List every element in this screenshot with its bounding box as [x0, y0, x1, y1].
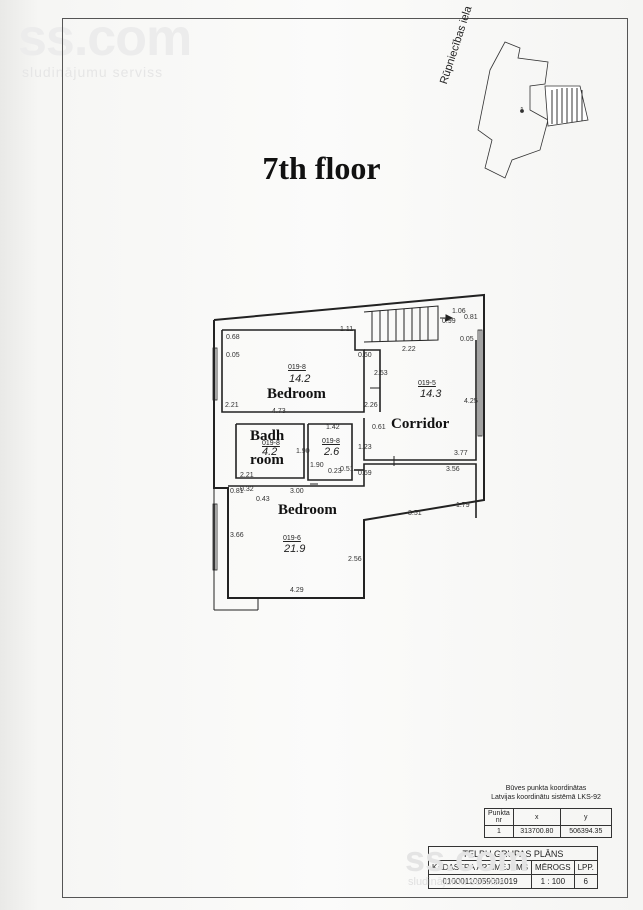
bathroom-label-line1: Badh [250, 428, 285, 444]
dimension-label: 1.42 [326, 424, 340, 431]
table-cell: 1 [484, 825, 514, 838]
dimension-label: 1.23 [358, 444, 372, 451]
coordinates-table: Punkta nr x y 1 313700.80 506394.35 [484, 808, 612, 838]
coordinates-title: Būves punkta koordinātas [505, 785, 587, 792]
staircase [363, 305, 454, 343]
dimension-label: 3.56 [446, 466, 460, 473]
dimension-label: 2.21 [225, 402, 239, 409]
page-title: 7th floor [262, 150, 381, 186]
dimension-label: 0.69 [358, 470, 372, 477]
dimension-label: 3.66 [230, 532, 244, 539]
dimension-label: 1.11 [340, 326, 354, 333]
dimension-label: 4.29 [290, 587, 304, 594]
dimension-label: 0.23 [328, 468, 342, 475]
plot-marker: 1 [520, 107, 524, 114]
dimension-label: 2.21 [240, 472, 254, 479]
watermark-logo-bottom: ss.com [405, 838, 530, 879]
watermark-tagline: sludinājumu serviss [22, 64, 164, 80]
bedroom-1-label: Bedroom [267, 386, 326, 402]
bathroom-label-line2: room [250, 452, 284, 468]
table-cell: 1 : 100 [531, 874, 575, 889]
table-row: KADASTRA APZĪMĒJUMS MĒROGS LPP. [427, 860, 598, 875]
dimension-label: 3.00 [290, 488, 304, 495]
table-header: LPP. [573, 860, 598, 875]
dimension-label: 0.61 [372, 424, 386, 431]
dimension-label: 0.81 [230, 488, 244, 495]
dimension-label: 0.68 [226, 334, 240, 341]
corridor-id: 019-5 [418, 380, 436, 387]
dimension-label: 2.22 [402, 346, 416, 353]
table-header: Punkta nr [484, 808, 514, 826]
table-row: 1 313700.80 506394.35 [484, 825, 612, 838]
dimension-label: 1.79 [456, 502, 470, 509]
bedroom-1-area: 14.2 [289, 373, 311, 385]
doors [307, 387, 395, 485]
corridor-area: 14.3 [420, 388, 442, 400]
table-cell: 506394.35 [559, 825, 612, 838]
wc-id: 019-8 [322, 438, 340, 445]
dimension-label: 2.53 [374, 370, 388, 377]
title-block: TELPU GRUPAS PLĀNS KADASTRA APZĪMĒJUMS M… [427, 846, 598, 889]
dimension-label: 1.06 [452, 308, 466, 315]
outer-walls [213, 293, 485, 611]
dimension-label: 3.51 [408, 510, 422, 517]
dimension-label: 0.05 [226, 352, 240, 359]
corridor-label: Corridor [391, 416, 450, 432]
dimension-label: 4.25 [464, 398, 478, 405]
bathroom-id: 019-8 [262, 440, 280, 447]
dimension-label: 2.56 [348, 556, 362, 563]
dimension-label: 1.90 [296, 448, 310, 455]
dimension-label: 0.51 [340, 466, 354, 473]
dimension-label: 3.77 [454, 450, 468, 457]
wc-area: 2.6 [324, 446, 340, 458]
table-header: x [512, 808, 561, 826]
inner-walls [221, 329, 477, 518]
table-header: MĒROGS [531, 860, 575, 875]
table-row: Punkta nr x y [484, 808, 612, 826]
dimension-label: 0.32 [240, 486, 254, 493]
windows [212, 329, 483, 571]
dimension-label: 0.60 [358, 352, 372, 359]
bedroom-1-id: 019-8 [288, 364, 306, 371]
coordinates-subtitle: Latvijas koordinātu sistēmā LKS-92 [491, 794, 601, 801]
bedroom-2-label: Bedroom [278, 502, 337, 518]
bedroom-2-area: 21.9 [284, 543, 306, 555]
table-row: 01000110059001019 1 : 100 6 [427, 874, 598, 889]
dimension-label: 4.73 [272, 408, 286, 415]
coordinates-caption: Būves punkta koordinātas Latvijas koordi… [484, 784, 608, 802]
dimension-label: 0.43 [256, 496, 270, 503]
dimension-label: 0.81 [464, 314, 478, 321]
table-cell: 01000110059001019 [427, 874, 533, 889]
watermark-tagline-bottom: sludinājumu serviss [408, 876, 504, 888]
table-cell: 313700.80 [512, 825, 561, 838]
dimension-label: 2.26 [364, 402, 378, 409]
table-cell: 6 [573, 874, 598, 889]
bathroom-area: 4.2 [262, 446, 278, 458]
drawing-frame [62, 18, 628, 898]
site-location-sketch [477, 41, 589, 179]
table-header: y [559, 808, 612, 826]
dimension-label: 0.99 [442, 318, 456, 325]
bedroom-2-id: 019-6 [283, 535, 301, 542]
dimension-label: 1.90 [310, 462, 324, 469]
dimension-label: 0.05 [460, 336, 474, 343]
